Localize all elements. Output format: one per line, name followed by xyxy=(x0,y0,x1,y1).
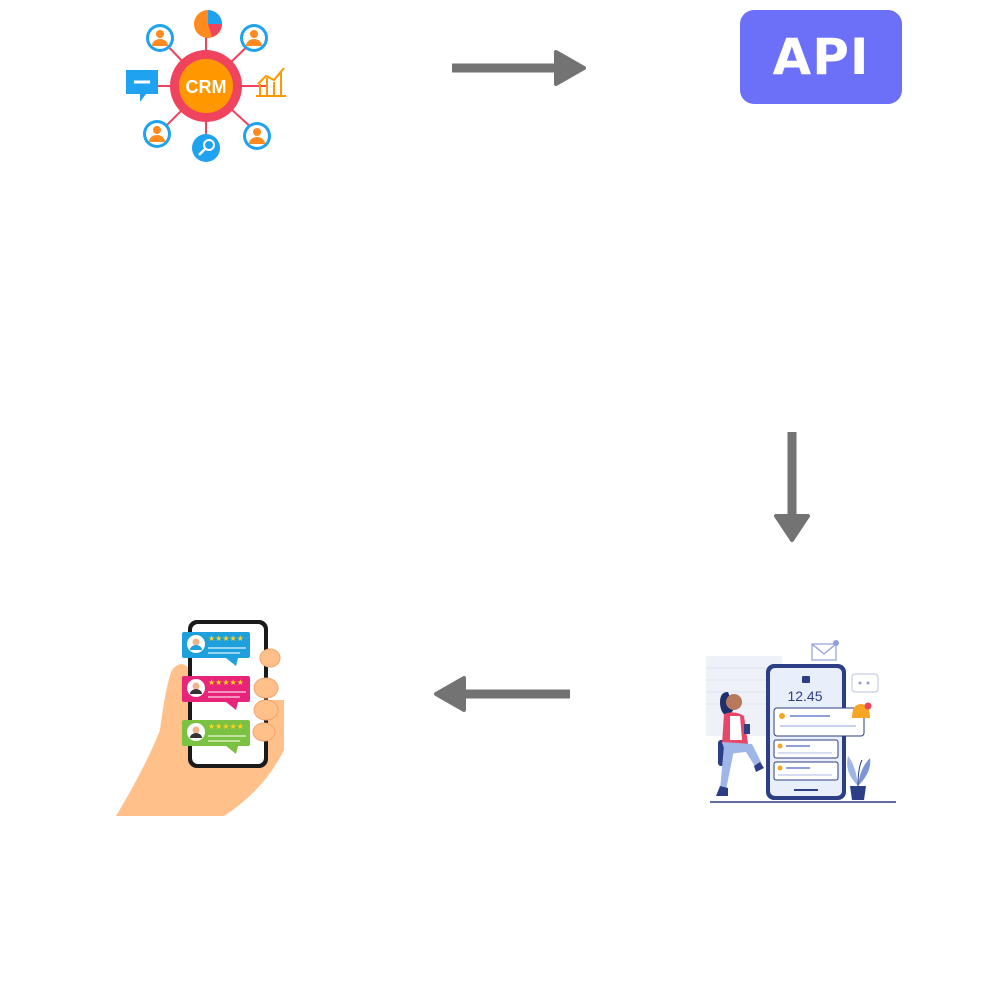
search-icon xyxy=(192,134,220,162)
review-card-blue: ★★★★★ xyxy=(182,632,250,666)
user-icon xyxy=(240,24,268,52)
phone-reviews-icon: ★★★★★ ★★★★★ ★★★★★ xyxy=(110,616,290,816)
crm-hub-icon: CRM xyxy=(120,6,292,166)
crm-label: CRM xyxy=(186,77,227,97)
user-icon xyxy=(243,122,271,150)
review-card-pink: ★★★★★ xyxy=(182,676,250,710)
arrow-down-icon xyxy=(770,430,814,546)
user-icon xyxy=(143,120,171,148)
bell-icon xyxy=(852,702,872,718)
svg-text:★★★★★: ★★★★★ xyxy=(208,722,244,731)
arrow-left-icon xyxy=(430,672,572,716)
svg-text:★★★★★: ★★★★★ xyxy=(208,678,244,687)
svg-text:★★★★★: ★★★★★ xyxy=(208,634,244,643)
phone-time: 12.45 xyxy=(787,688,822,704)
speech-bubble-icon xyxy=(851,673,879,693)
arrow-right-icon xyxy=(450,46,590,90)
pie-chart-icon xyxy=(194,10,222,38)
bar-chart-icon xyxy=(256,67,286,97)
api-badge: API xyxy=(740,10,902,104)
envelope-icon xyxy=(811,640,839,661)
woman-icon xyxy=(716,692,764,796)
phone-notification-icon: 12.45 xyxy=(700,636,900,806)
plant-icon xyxy=(847,756,871,800)
review-card-green: ★★★★★ xyxy=(182,720,250,754)
api-label: API xyxy=(772,28,870,86)
chat-icon xyxy=(126,70,158,102)
user-icon xyxy=(146,24,174,52)
